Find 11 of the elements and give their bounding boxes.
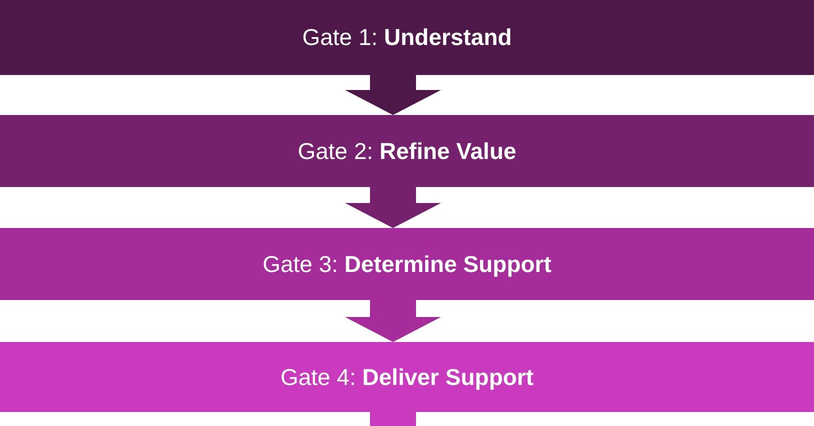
gate-label: Gate 2: Refine Value bbox=[298, 138, 516, 164]
gate-label: Gate 4: Deliver Support bbox=[280, 364, 534, 390]
gate-label: Gate 1: Understand bbox=[302, 24, 512, 51]
gate-bar bbox=[0, 0, 814, 75]
gate-label: Gate 3: Determine Support bbox=[262, 250, 552, 278]
gate-bar bbox=[0, 342, 814, 412]
block-arrow bbox=[345, 187, 441, 228]
block-arrow bbox=[345, 300, 441, 342]
gate-bar bbox=[0, 115, 814, 187]
block-arrow bbox=[345, 75, 441, 115]
gate-bar bbox=[0, 228, 814, 300]
